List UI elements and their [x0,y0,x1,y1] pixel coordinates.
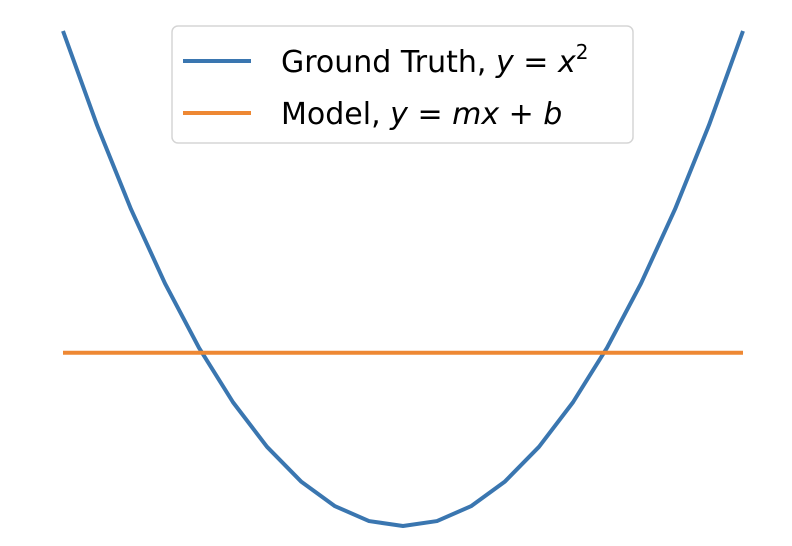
legend-label-ground-truth-superscript: 2 [576,40,589,64]
legend-label-ground-truth-math: y = x [495,45,576,80]
series-layer [61,30,745,528]
legend-frame [171,25,634,144]
legend-label-model-math: y = mx + b [389,97,562,132]
legend-label-ground-truth-prefix: Ground Truth, [281,45,496,80]
legend-label-ground-truth: Ground Truth, y = x2 [281,40,588,80]
legend-label-model-prefix: Model, [281,97,390,132]
legend: Ground Truth, y = x2 Model, y = mx + b [171,25,634,144]
series-line-ground-truth [61,30,745,528]
legend-label-model: Model, y = mx + b [281,97,562,132]
